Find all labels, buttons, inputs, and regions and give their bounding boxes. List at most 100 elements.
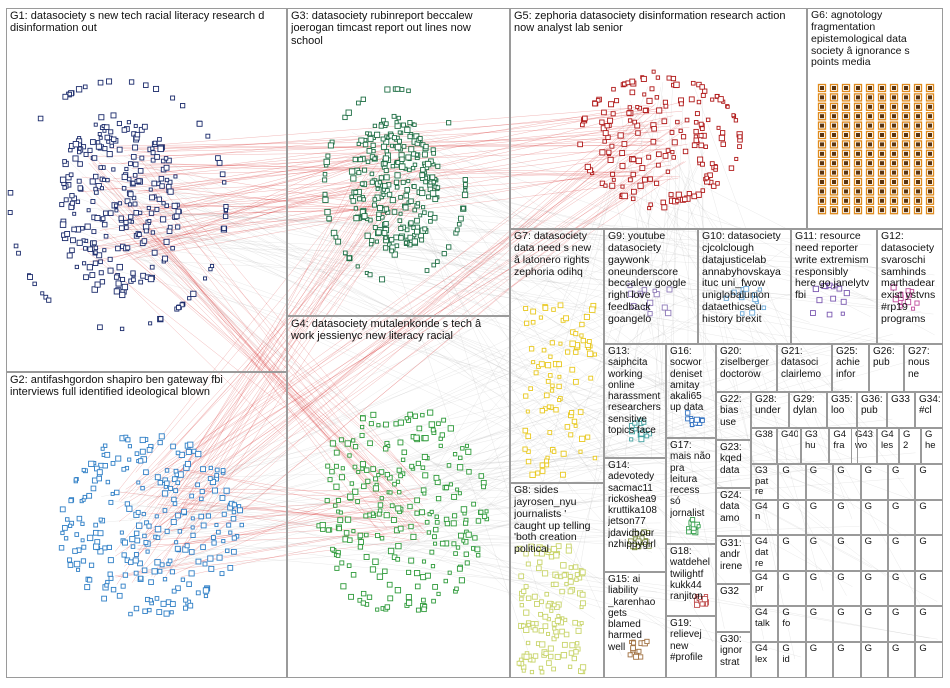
graph-node-g3 bbox=[355, 264, 360, 269]
graph-node-g9 bbox=[630, 303, 637, 309]
graph-node-g2 bbox=[203, 593, 209, 599]
graph-node-g3 bbox=[391, 113, 397, 119]
graph-node-g10 bbox=[752, 296, 759, 303]
graph-node-g7 bbox=[522, 427, 529, 434]
graph-node-g3 bbox=[326, 215, 332, 222]
graph-node-g8 bbox=[550, 545, 558, 553]
graph-node-g1 bbox=[111, 167, 116, 172]
graph-node-g1 bbox=[147, 275, 155, 283]
graph-edge bbox=[151, 188, 412, 577]
graph-node-g7 bbox=[573, 379, 579, 385]
small-group-tile-label: G4 talk bbox=[755, 608, 770, 630]
graph-node-g1 bbox=[157, 145, 164, 153]
graph-edge bbox=[425, 173, 614, 275]
graph-node-g7 bbox=[573, 349, 579, 355]
graph-node-g5 bbox=[714, 94, 720, 99]
graph-node-g4 bbox=[363, 513, 369, 519]
graph-node-g5 bbox=[621, 141, 628, 147]
graph-edge bbox=[131, 157, 376, 221]
graph-edge bbox=[153, 205, 387, 512]
graph-edge bbox=[134, 157, 374, 195]
graph-edge bbox=[150, 487, 406, 493]
graph-node-g1 bbox=[113, 274, 120, 280]
graph-node-g4 bbox=[338, 510, 343, 515]
graph-node-g8 bbox=[563, 631, 570, 638]
graph-node-g5 bbox=[699, 84, 705, 90]
graph-edge bbox=[116, 154, 401, 585]
graph-node-g4 bbox=[410, 533, 417, 540]
graph-edge bbox=[639, 127, 673, 491]
graph-node-g3 bbox=[419, 172, 425, 178]
graph-node-g3 bbox=[352, 156, 358, 163]
graph-node-g4 bbox=[333, 483, 340, 490]
graph-node-g2 bbox=[102, 545, 108, 551]
small-group-tile-label: G bbox=[919, 466, 927, 476]
graph-node-g8 bbox=[560, 562, 567, 569]
graph-node-g2 bbox=[133, 530, 140, 537]
group-box-g20: G20: ziselberger doctorow bbox=[716, 344, 777, 392]
graph-node-g3 bbox=[325, 153, 331, 159]
graph-node-g3 bbox=[432, 196, 439, 203]
graph-node-avatar bbox=[904, 151, 908, 156]
graph-node-g3 bbox=[394, 143, 402, 151]
graph-node-g3 bbox=[322, 171, 328, 177]
graph-node-g2 bbox=[73, 477, 78, 482]
graph-node-g2 bbox=[158, 433, 165, 440]
graph-edge bbox=[661, 95, 778, 559]
graph-node-g4 bbox=[325, 527, 332, 533]
graph-node-g1 bbox=[156, 196, 162, 202]
graph-edge bbox=[154, 342, 573, 542]
group-label-g7: G7: datasociety data need s new â latone… bbox=[514, 231, 592, 278]
graph-edge bbox=[614, 160, 935, 336]
graph-node-g5 bbox=[650, 138, 657, 145]
graph-node-g2 bbox=[110, 586, 117, 593]
graph-node-g4 bbox=[335, 553, 341, 558]
graph-edge bbox=[151, 526, 702, 590]
graph-node-avatar bbox=[892, 114, 896, 119]
graph-edge bbox=[69, 162, 574, 629]
graph-node-g7 bbox=[563, 315, 569, 322]
small-group-tile-label: G bbox=[837, 608, 845, 619]
graph-node-g7 bbox=[541, 347, 547, 353]
graph-node-g4 bbox=[338, 474, 345, 481]
graph-node-g3 bbox=[426, 194, 431, 200]
graph-node-avatar bbox=[868, 208, 872, 213]
graph-node-g3 bbox=[391, 135, 397, 141]
small-group-tile: G bbox=[860, 499, 888, 536]
graph-edge bbox=[136, 191, 423, 504]
graph-node-g5 bbox=[626, 110, 632, 116]
graph-node-g2 bbox=[184, 461, 191, 468]
graph-node-g7 bbox=[589, 306, 596, 313]
graph-node-g3 bbox=[374, 239, 379, 244]
graph-node-g1 bbox=[153, 85, 160, 92]
graph-node-g7 bbox=[556, 361, 562, 368]
graph-node-g3 bbox=[383, 121, 389, 127]
graph-node-avatar bbox=[880, 198, 884, 203]
graph-node-avatar bbox=[832, 161, 836, 166]
graph-node-g4 bbox=[434, 519, 440, 525]
graph-node-avatar bbox=[856, 198, 860, 203]
small-group-tile: G bbox=[833, 535, 861, 571]
group-box-g9: G9: youtube datasociety gaywonk oneunder… bbox=[604, 229, 698, 344]
graph-node-g5 bbox=[630, 171, 636, 178]
graph-node-g7 bbox=[525, 458, 532, 465]
graph-node-g1 bbox=[108, 129, 114, 135]
graph-node-g11 bbox=[816, 297, 823, 304]
graph-node-g2 bbox=[216, 554, 223, 561]
graph-edge bbox=[150, 156, 370, 196]
graph-node-g3 bbox=[454, 227, 460, 233]
graph-node-g1 bbox=[167, 188, 174, 195]
graph-edge bbox=[168, 464, 845, 563]
small-group-tile-label: G bbox=[782, 537, 790, 548]
graph-node-g5 bbox=[642, 176, 648, 183]
graph-node-g4 bbox=[335, 497, 341, 503]
graph-node-g1 bbox=[98, 135, 103, 140]
graph-node-g3 bbox=[429, 174, 436, 181]
graph-node-g1 bbox=[7, 190, 14, 196]
graph-node-g4 bbox=[433, 526, 439, 533]
graph-node-g8 bbox=[526, 622, 531, 628]
group-label-g1: G1: datasociety s new tech racial litera… bbox=[10, 10, 265, 35]
graph-edge bbox=[174, 173, 383, 492]
graph-node-g1 bbox=[63, 197, 69, 203]
graph-edge bbox=[100, 153, 938, 602]
